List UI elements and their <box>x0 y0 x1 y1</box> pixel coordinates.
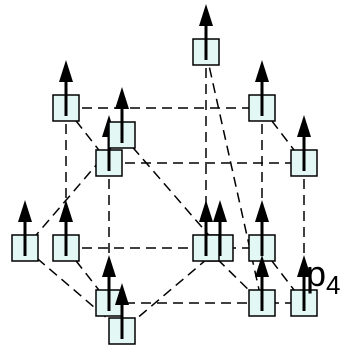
spin-up-arrow-icon <box>255 255 269 277</box>
spin-up-arrow-icon <box>102 255 116 277</box>
spin-site <box>290 255 318 317</box>
lattice-edge <box>121 247 221 332</box>
lattice-edge <box>65 107 110 164</box>
label-subscript: 4 <box>326 270 341 300</box>
spin-up-arrow-icon <box>115 283 129 305</box>
spin-up-arrow-icon <box>59 60 73 82</box>
lattice-edge <box>65 247 110 304</box>
spin-up-arrow-icon <box>59 200 73 222</box>
spin-up-arrow-icon <box>18 200 32 222</box>
spin-up-arrow-icon <box>199 4 213 26</box>
spin-site <box>248 255 276 317</box>
spin-up-arrow-icon <box>255 200 269 222</box>
spin-site <box>95 255 123 317</box>
lattice-edge <box>24 247 123 332</box>
spin-site <box>52 60 80 122</box>
spin-up-arrow-icon <box>255 60 269 82</box>
spin-site <box>192 200 220 262</box>
spin-site <box>192 4 220 66</box>
spin-up-arrow-icon <box>213 200 227 222</box>
lattice-edge <box>121 134 221 249</box>
spin-up-arrow-icon <box>199 200 213 222</box>
diagram-label: p4 <box>306 253 341 300</box>
spin-site <box>290 115 318 177</box>
spin-up-arrow-icon <box>297 115 311 137</box>
spin-site <box>248 60 276 122</box>
spin-site <box>108 283 136 345</box>
spin-up-arrow-icon <box>297 255 311 277</box>
spin-site <box>52 200 80 262</box>
label-main: p <box>306 253 327 294</box>
lattice-nodes <box>11 4 318 345</box>
spin-site <box>108 87 136 149</box>
spin-up-arrow-icon <box>115 87 129 109</box>
lattice-edge <box>205 51 263 304</box>
spin-site <box>11 200 39 262</box>
spin-site <box>248 200 276 262</box>
